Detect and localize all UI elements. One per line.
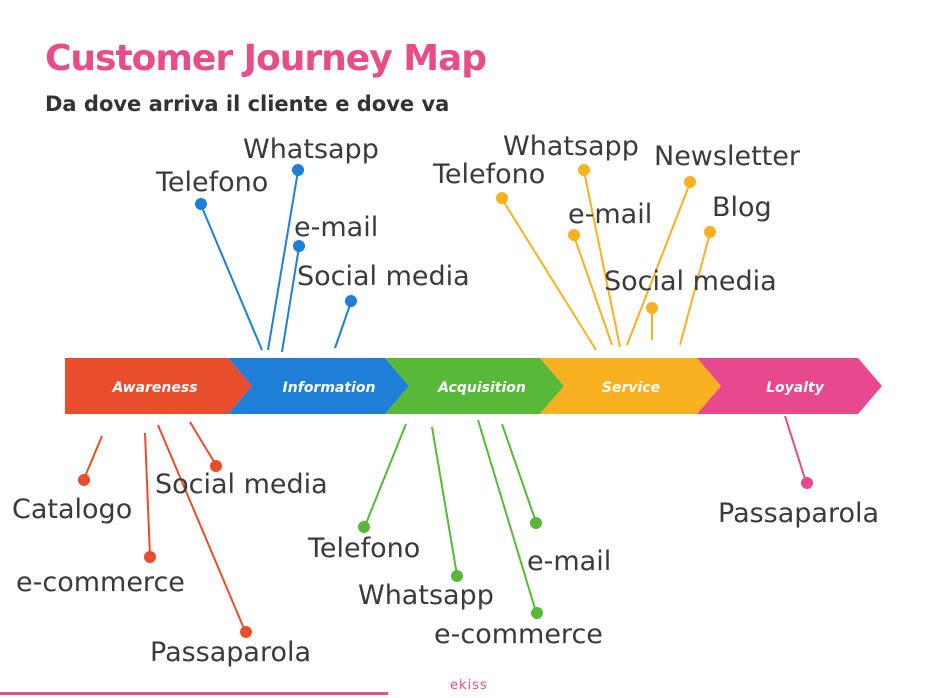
- connector-dot: [530, 517, 542, 529]
- service-touchpoints: [496, 164, 716, 351]
- touchpoint-label: Telefono: [307, 533, 420, 564]
- stage-service-arrow: [540, 358, 721, 414]
- connector-line: [431, 426, 458, 576]
- stage-acquisition-label: Acquisition: [437, 380, 526, 396]
- information-touchpoints: [195, 164, 357, 353]
- awareness-touchpoints: [78, 421, 252, 638]
- loyalty-touchpoints: [784, 415, 813, 489]
- connector-dot: [292, 164, 304, 176]
- touchpoint-label: Blog: [712, 192, 772, 223]
- connector-line: [189, 421, 217, 466]
- connector-line: [334, 301, 352, 349]
- connector-dot: [144, 551, 156, 563]
- stage-loyalty-arrow: [697, 358, 882, 414]
- touchpoint-label: Social media: [604, 266, 777, 297]
- bottom-accent-rule: [0, 692, 388, 695]
- connector-line: [477, 419, 537, 613]
- connector-dot: [345, 295, 357, 307]
- connector-dot: [451, 570, 463, 582]
- connector-line: [267, 170, 299, 351]
- acquisition-touchpoints: [358, 419, 543, 619]
- touchpoint-label: e-mail: [294, 212, 378, 243]
- stage-awareness-label: Awareness: [111, 380, 197, 396]
- connector-dot: [801, 477, 813, 489]
- touchpoint-label: Whatsapp: [243, 134, 379, 165]
- connector-dot: [704, 226, 716, 238]
- touchpoint-label: Passaparola: [150, 637, 311, 668]
- touchpoint-label: e-mail: [568, 199, 652, 230]
- connector-dot: [496, 192, 508, 204]
- connector-dot: [293, 240, 305, 252]
- page-title: Customer Journey Map: [45, 38, 487, 79]
- stage-awareness-arrow: [65, 358, 252, 414]
- touchpoint-label: Telefono: [155, 167, 268, 198]
- connector-dot: [358, 521, 370, 533]
- touchpoint-label: e-commerce: [16, 567, 185, 598]
- connector-dot: [78, 474, 90, 486]
- touchpoint-label: e-commerce: [434, 619, 603, 650]
- connector-line: [501, 198, 597, 351]
- stage-acquisition-arrow: [385, 358, 564, 414]
- connector-line: [626, 182, 691, 346]
- connector-line: [501, 423, 537, 523]
- journey-stages: Awareness Information Acquisition Servic…: [65, 358, 882, 414]
- connector-line: [679, 232, 711, 346]
- connector-line: [83, 435, 103, 480]
- stage-loyalty-label: Loyalty: [766, 380, 825, 396]
- touchpoint-label: Newsletter: [654, 141, 801, 172]
- connector-dot: [684, 176, 696, 188]
- touchpoint-label: Social media: [155, 469, 328, 500]
- connector-dot: [646, 302, 658, 314]
- touchpoint-label: Whatsapp: [358, 580, 494, 611]
- connector-dot: [195, 198, 207, 210]
- connector-line: [157, 424, 246, 632]
- connector-line: [364, 423, 407, 527]
- connector-line: [144, 432, 151, 557]
- connector-dot: [240, 626, 252, 638]
- ekiss-logo: ekiss: [450, 678, 488, 693]
- touchpoint-label: Passaparola: [718, 498, 879, 529]
- connector-dot: [568, 229, 580, 241]
- connector-line: [784, 415, 807, 483]
- stage-information-arrow: [228, 358, 409, 414]
- connector-line: [200, 204, 263, 351]
- connector-line: [281, 246, 300, 353]
- touchpoint-label: Telefono: [432, 159, 545, 190]
- connector-line: [573, 235, 613, 346]
- connector-dot: [210, 460, 222, 472]
- touchpoint-label: e-mail: [527, 546, 611, 577]
- stage-service-label: Service: [602, 380, 660, 396]
- connector-line: [583, 170, 621, 348]
- touchpoint-label: Catalogo: [12, 494, 132, 525]
- stage-information-label: Information: [283, 380, 376, 396]
- touchpoint-label: Whatsapp: [503, 131, 639, 162]
- connector-dot: [578, 164, 590, 176]
- connector-dot: [531, 607, 543, 619]
- touchpoint-label: Social media: [297, 261, 470, 292]
- page-subtitle: Da dove arriva il cliente e dove va: [45, 92, 450, 116]
